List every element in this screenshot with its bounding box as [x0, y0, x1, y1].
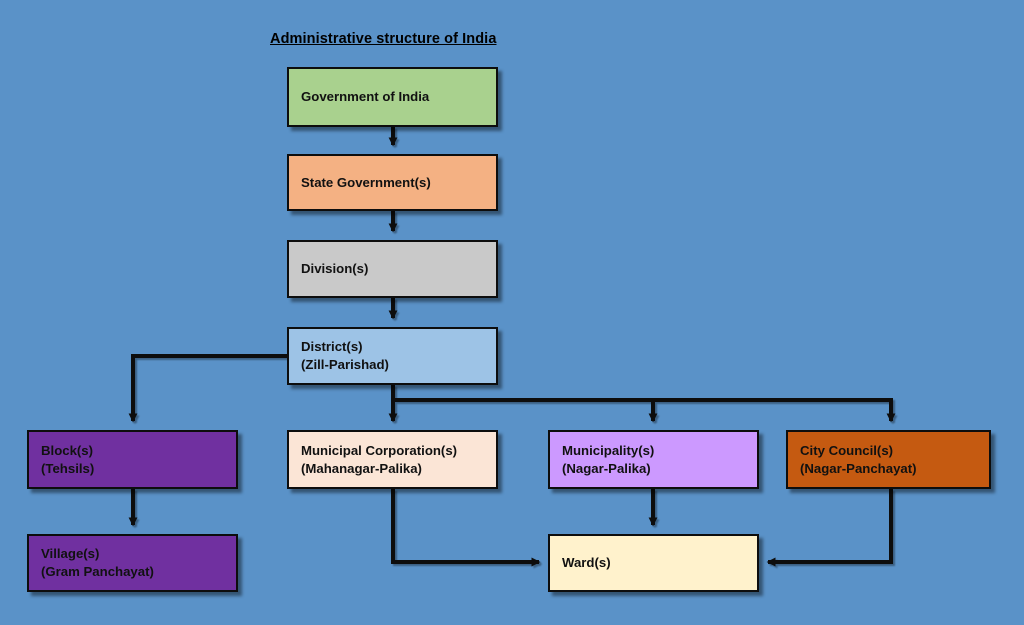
node-label: Municipality(s)	[562, 442, 655, 458]
node-label: (Zill-Parishad)	[301, 357, 389, 372]
node-label: (Tehsils)	[41, 460, 95, 476]
page-title: Administrative structure of India	[270, 31, 497, 47]
node-municipal-corporations[interactable]: Municipal Corporation(s) (Mahanagar-Palik…	[287, 430, 498, 489]
node-villages[interactable]: Village(s) (Gram Panchayat)	[27, 534, 238, 592]
node-label: Municipal Corporation(s)	[301, 442, 458, 458]
node-city-councils[interactable]: City Council(s) (Nagar-Panchayat)	[786, 430, 991, 489]
node-municipalities[interactable]: Municipality(s) (Nagar-Palika)	[548, 430, 759, 489]
edge-district-to-municipalities	[393, 398, 658, 423]
node-label: Block(s)	[41, 442, 94, 458]
node-label: Ward(s)	[562, 555, 611, 571]
node-label: State Government(s)	[301, 174, 431, 190]
node-blocks[interactable]: Block(s) (Tehsils)	[27, 430, 238, 489]
edge-district-to-city-councils	[393, 398, 896, 423]
node-label: (Nagar-Panchayat)	[800, 460, 917, 476]
node-districts[interactable]: District(s) (Zill-Parishad)	[287, 327, 498, 385]
node-label: District(s)	[301, 339, 363, 355]
node-government-of-india[interactable]: Government of India	[287, 67, 498, 127]
node-label: Government of India	[301, 89, 430, 105]
node-label: (Nagar-Palika)	[562, 460, 651, 476]
node-state-governments[interactable]: State Government(s)	[287, 154, 498, 211]
node-divisions[interactable]: Division(s)	[287, 240, 498, 298]
node-label: Village(s)	[41, 546, 100, 562]
node-label: Division(s)	[301, 261, 369, 277]
node-label: (Gram Panchayat)	[41, 564, 154, 579]
node-label: (Mahanagar-Palika)	[301, 460, 422, 476]
edge-municipal-corporations-to-wards	[391, 489, 541, 567]
edge-district-to-blocks	[128, 354, 287, 423]
node-label: City Council(s)	[800, 442, 894, 458]
node-wards[interactable]: Ward(s)	[548, 534, 759, 592]
edge-city-councils-to-wards	[766, 489, 893, 567]
